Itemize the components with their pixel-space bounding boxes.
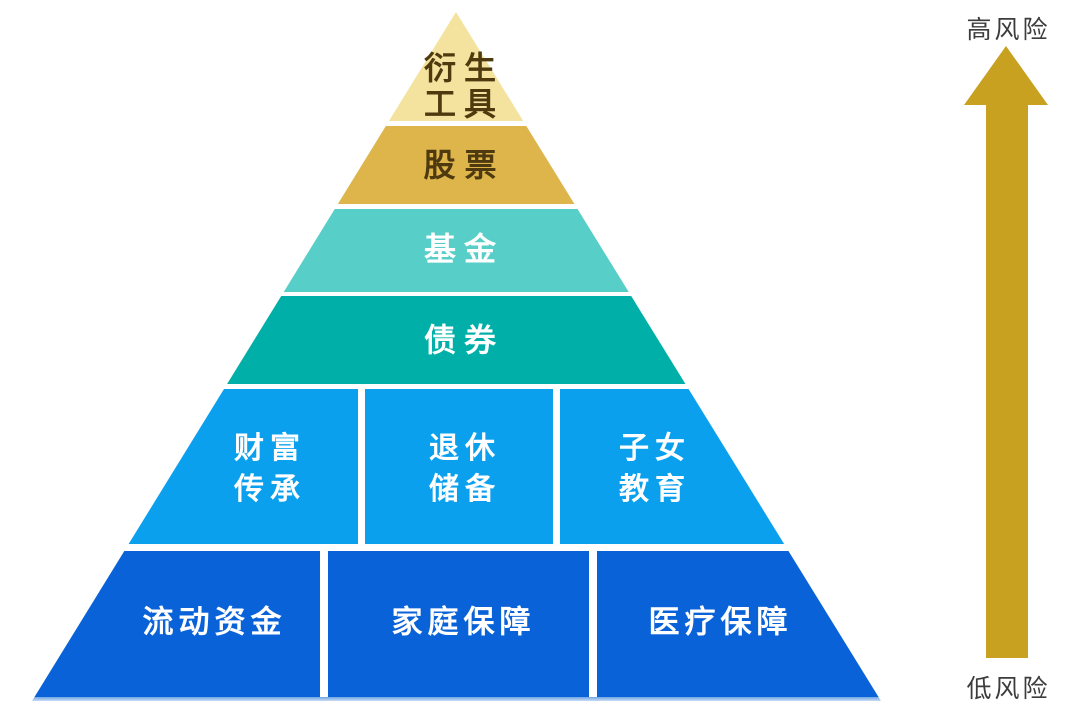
label-line: 教育: [619, 472, 691, 507]
label-bonds: 债券: [423, 321, 505, 360]
label-derivatives: 衍生 工具: [416, 50, 504, 122]
label-medical-protection: 医疗保障: [648, 604, 793, 641]
high-risk-label: 高风险: [966, 15, 1051, 44]
label-liquid-funds: 流动资金: [142, 604, 287, 641]
pyramid-base-edge: [32, 697, 881, 701]
low-risk-label: 低风险: [966, 674, 1051, 703]
pyramid-level-foundation: [32, 551, 881, 697]
label-line: 退休: [429, 431, 501, 466]
label-line: 财富: [234, 431, 306, 466]
label-wealth-inheritance: 财富 传承: [228, 428, 306, 510]
label-funds: 基金: [423, 230, 505, 269]
pyramid-level-derivatives: [32, 12, 881, 121]
label-line: 工具: [423, 85, 505, 123]
up-arrow-icon: [964, 46, 1048, 658]
risk-arrow-icon: [964, 46, 1048, 658]
label-line: 传承: [234, 472, 306, 507]
cell-divider: [553, 389, 560, 544]
pyramid-level-bonds: [32, 296, 881, 384]
label-children-education: 子女 教育: [613, 428, 691, 510]
label-retirement-reserve: 退休 储备: [423, 428, 501, 510]
pyramid-level-life-goals: [32, 389, 881, 544]
cell-divider: [358, 389, 365, 544]
cell-divider: [589, 551, 597, 697]
label-family-protection: 家庭保障: [391, 604, 536, 641]
label-line: 储备: [429, 472, 501, 507]
label-stocks: 股票: [423, 146, 506, 185]
label-line: 衍生: [423, 49, 505, 87]
label-line: 子女: [619, 431, 691, 466]
pyramid-level-stocks: [32, 126, 881, 204]
cell-divider: [320, 551, 328, 697]
pyramid-level-funds: [32, 209, 881, 292]
